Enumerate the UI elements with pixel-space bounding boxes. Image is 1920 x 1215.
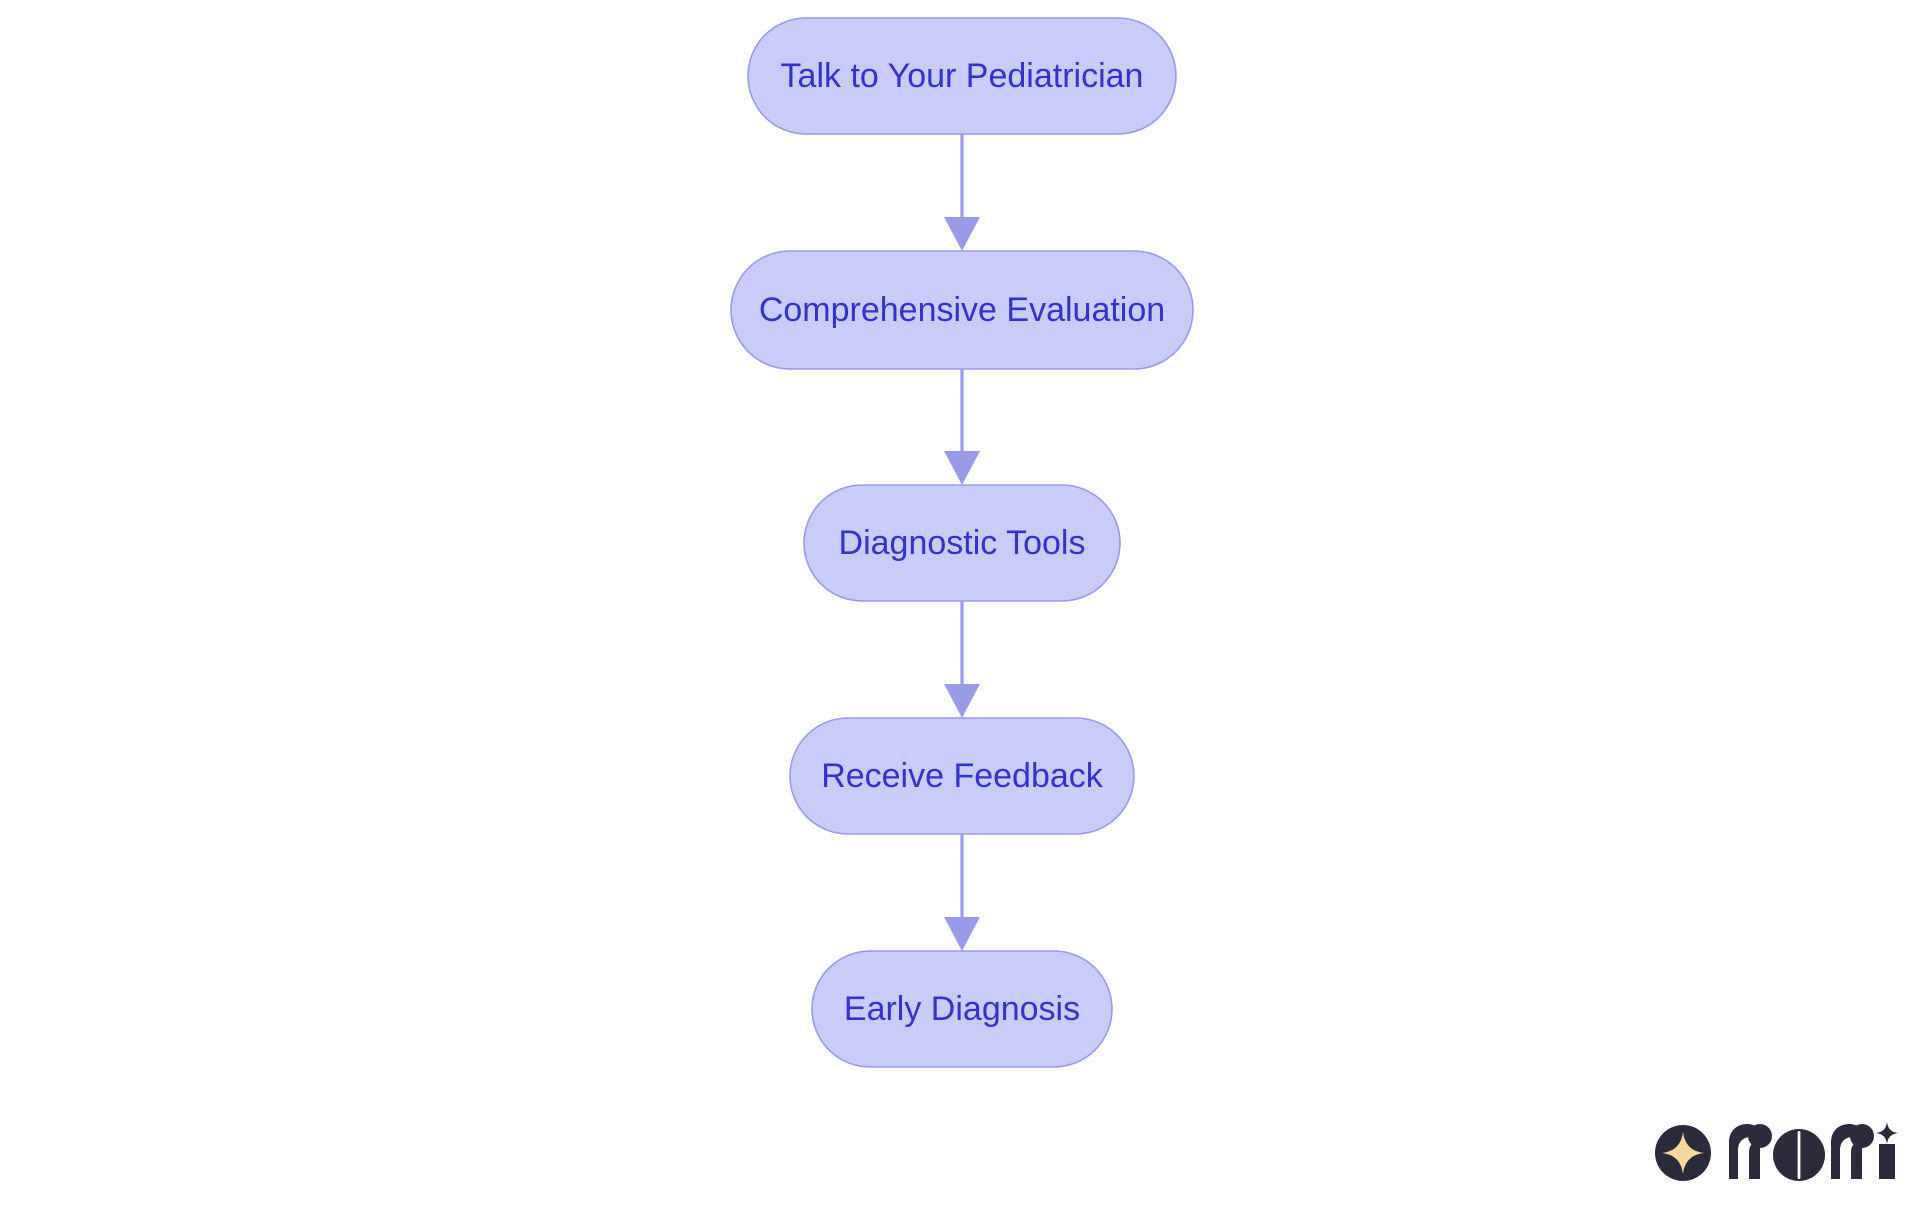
node-label: Talk to Your Pediatrician <box>781 57 1144 95</box>
node-shape <box>730 250 1194 370</box>
edge-comprehensive-to-diagnostic <box>944 369 980 485</box>
sparkle-circle-icon <box>1655 1125 1711 1181</box>
edge-diagnostic-to-receive <box>944 601 980 718</box>
rori-wordmark <box>1729 1122 1898 1181</box>
brand-logo <box>1655 1122 1905 1184</box>
arrowhead-icon <box>944 217 980 251</box>
node-label: Receive Feedback <box>821 757 1104 795</box>
node-shape <box>747 17 1177 135</box>
node-comprehensive-evaluation[interactable]: Comprehensive Evaluation <box>730 250 1194 370</box>
node-label: Comprehensive Evaluation <box>759 291 1165 329</box>
node-label: Early Diagnosis <box>844 990 1080 1028</box>
node-talk-to-your-pediatrician[interactable]: Talk to Your Pediatrician <box>747 17 1177 135</box>
node-early-diagnosis[interactable]: Early Diagnosis <box>811 950 1113 1068</box>
edge-talk-to-comprehensive <box>944 134 980 251</box>
node-shape <box>803 484 1121 602</box>
node-shape <box>811 950 1113 1068</box>
arrowhead-icon <box>944 684 980 718</box>
node-diagnostic-tools[interactable]: Diagnostic Tools <box>803 484 1121 602</box>
arrowhead-icon <box>944 917 980 951</box>
node-receive-feedback[interactable]: Receive Feedback <box>789 717 1135 835</box>
arrowhead-icon <box>944 451 980 485</box>
edge-group <box>944 134 980 951</box>
node-label: Diagnostic Tools <box>839 524 1086 562</box>
edge-receive-to-early <box>944 834 980 951</box>
node-shape <box>789 717 1135 835</box>
